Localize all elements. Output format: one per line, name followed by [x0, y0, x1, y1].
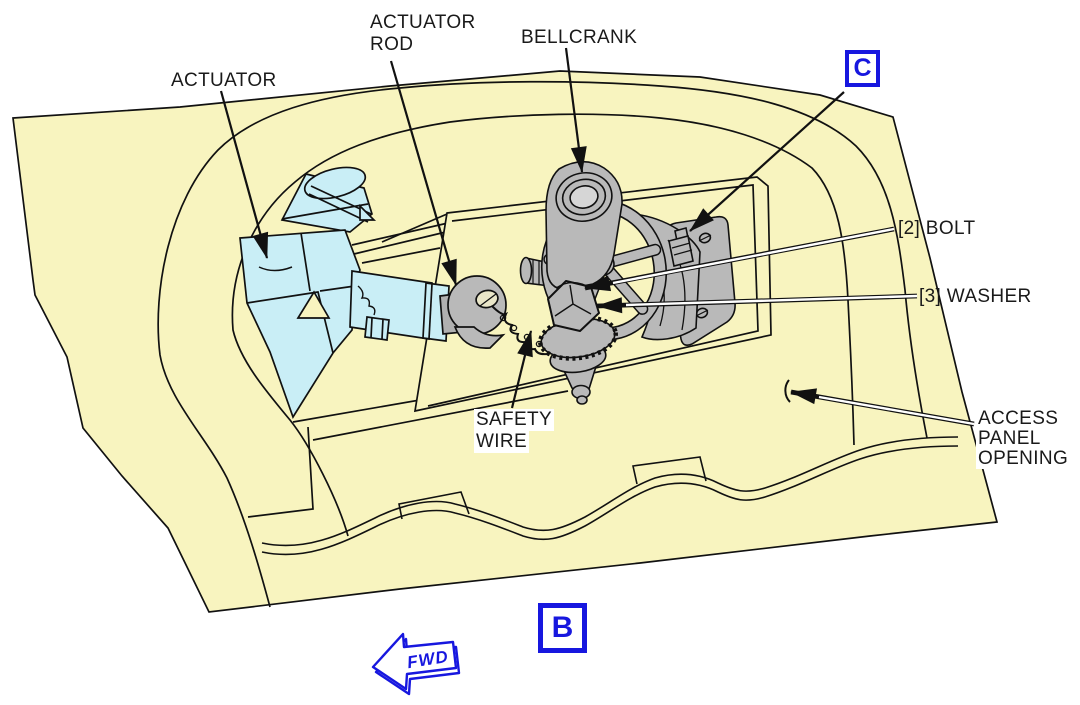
bolt-head-facets — [554, 284, 592, 317]
callout-actuator: ACTUATOR — [171, 70, 277, 91]
access-leader-white — [818, 395, 975, 426]
lock-washer-teeth — [538, 315, 618, 361]
opening-inner-curve — [231, 113, 855, 537]
wire-bundle-bottom — [261, 445, 959, 556]
plate-screw-bottom-slot — [695, 309, 709, 317]
callout-access-line2: PANEL — [976, 428, 1043, 449]
washer-leader-white — [625, 294, 918, 307]
callout-actuator-rod-line1: ACTUATOR — [370, 12, 476, 33]
bellcrank-knob-cap — [519, 256, 533, 285]
bellcrank-leader-line — [564, 47, 587, 173]
actuator-target-tick — [258, 266, 293, 272]
safety-wire-loop-2 — [510, 324, 518, 332]
opening-outer-curve — [157, 80, 928, 608]
panel-step-lines — [247, 426, 314, 518]
actuator-fold-lines — [246, 232, 356, 354]
callout-actuator-rod: ACTUATOR ROD — [370, 12, 476, 56]
rod-collar-line — [428, 283, 433, 340]
arm-eye-ring — [561, 178, 607, 216]
callout-bolt: [2] BOLT — [898, 218, 976, 239]
access-target-tick — [784, 379, 791, 403]
actuator-main-housing — [239, 229, 361, 419]
bolt-leader-white — [612, 227, 895, 285]
callout-washer: [3] WASHER — [919, 286, 1032, 307]
callout-access-line3: OPENING — [976, 448, 1071, 469]
bolt-stack — [538, 280, 618, 405]
actuator-cylinder-joint — [281, 203, 369, 220]
actuator-notch — [296, 290, 331, 319]
fwd-direction-arrow: FWD — [371, 632, 461, 696]
fwd-arrow-shadow — [374, 637, 461, 696]
actuator-strap-2 — [308, 193, 369, 223]
safety-wire-leader-line — [510, 330, 533, 409]
cable-clamp-ribs — [671, 242, 693, 256]
plate-screw-top-slot — [698, 234, 712, 242]
safety-wire-loop-1 — [499, 314, 507, 322]
actuator-rod-assembly — [439, 275, 507, 349]
housing-lockwire — [357, 285, 376, 316]
actuator-body — [239, 166, 450, 419]
callout-safety-wire: SAFETY WIRE — [474, 409, 555, 453]
callout-access-panel-opening: ACCESS PANEL OPENING — [976, 408, 1071, 469]
lower-rail-line-2 — [312, 390, 569, 441]
arm-eye-bore — [569, 185, 599, 209]
wire-bundle-top — [261, 436, 959, 547]
housing-hex-lines — [370, 317, 384, 340]
leader-lines — [219, 47, 975, 427]
callout-safety-wire-line1: SAFETY — [474, 409, 555, 431]
wire-clip-1 — [398, 491, 470, 520]
fwd-arrow-shape — [371, 632, 458, 691]
detail-b-marker: B — [538, 603, 587, 653]
stiffener-line-2 — [353, 230, 451, 255]
clevis-lug — [453, 326, 506, 349]
actuator-rod-leader-line — [389, 60, 458, 286]
callout-actuator-rod-line2: ROD — [370, 34, 414, 55]
housing-hex-nut — [364, 316, 390, 341]
detail-c-leader-line — [689, 91, 845, 232]
rod-housing — [349, 270, 433, 340]
detail-c-marker: C — [845, 50, 880, 87]
callout-access-line1: ACCESS — [976, 408, 1061, 429]
wire-clip-2 — [632, 456, 707, 485]
stack-tip — [576, 395, 588, 405]
actuator-leader-line — [219, 90, 269, 259]
callout-bellcrank: BELLCRANK — [521, 27, 638, 48]
bellcrank-assembly — [519, 160, 736, 405]
clevis-pin-line — [479, 293, 497, 307]
wire-bundle — [261, 436, 959, 556]
stiffener-line-3 — [361, 247, 441, 264]
callout-safety-wire-line2: WIRE — [474, 431, 530, 453]
actuator-strap-buckle — [359, 203, 377, 221]
clevis-eye-hole — [475, 289, 499, 309]
